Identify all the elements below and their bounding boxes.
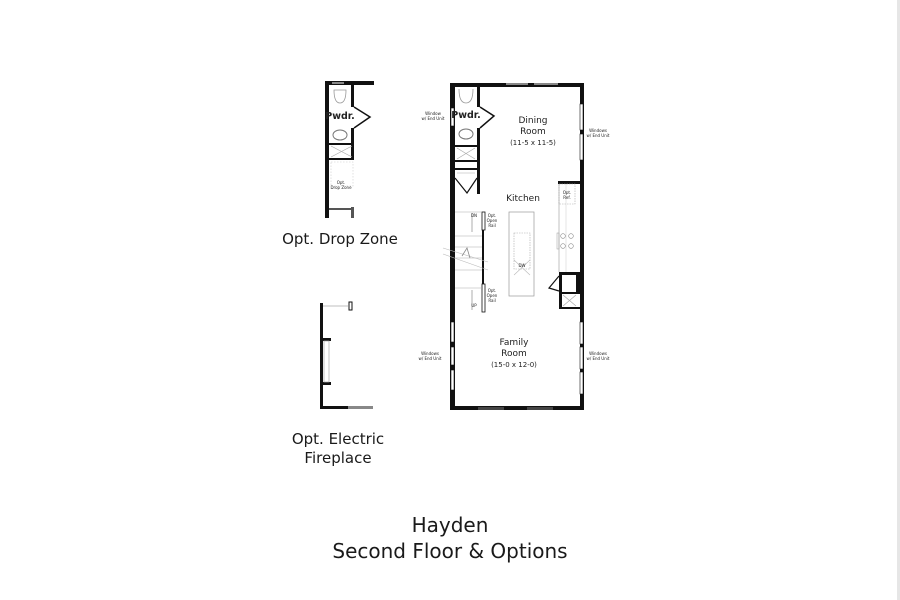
family-room-name-2: Room — [501, 349, 527, 359]
rail-bottom-3: Rail — [488, 298, 495, 303]
plan-title-floor: Second Floor & Options — [332, 539, 568, 563]
stair-down-label: DN — [471, 213, 477, 218]
stairs — [442, 211, 489, 313]
electric-fireplace-option-plan — [320, 301, 373, 409]
plan-title: Hayden Second Floor & Options — [250, 512, 650, 564]
second-floor-main-plan: Pwdr. Dining Room (11-5 x 11-5) Kitchen … — [419, 83, 610, 410]
stair-up-label: UP — [471, 303, 477, 308]
window-note-right-top-2: w/ End Unit — [587, 133, 610, 138]
family-room-dims: (15-0 x 12-0) — [491, 361, 537, 369]
window-note-left-top-2: w/ End Unit — [422, 116, 445, 121]
opt-ref-label-2: Ref. — [563, 195, 570, 200]
window-note-right-bottom-2: w/ End Unit — [587, 356, 610, 361]
family-room-name-1: Family — [500, 338, 530, 348]
drop-zone-note-2: Drop Zone — [330, 185, 352, 190]
kitchen-counter — [547, 181, 580, 309]
dishwasher-label: DW — [518, 263, 525, 268]
rail-bottom-2: Open — [487, 293, 498, 298]
fireplace-caption-line-1: Opt. Electric — [291, 430, 385, 448]
window-note-right-top-1: Windows — [589, 128, 607, 133]
window-note-left-bottom-1: Windows — [421, 351, 439, 356]
drop-zone-option-plan — [325, 81, 374, 218]
main-powder-label: Pwdr. — [451, 110, 480, 121]
opt-ref-label-1: Opt. — [563, 190, 572, 195]
page-edge — [897, 0, 900, 600]
dining-room-name-2: Room — [520, 127, 546, 137]
drop-zone-caption-text: Opt. Drop Zone — [282, 230, 398, 248]
kitchen-name: Kitchen — [506, 194, 540, 204]
window-note-right-bottom-1: Windows — [589, 351, 607, 356]
window-note-left-bottom-2: w/ End Unit — [419, 356, 442, 361]
plan-title-model: Hayden — [411, 513, 489, 537]
kitchen-island — [508, 211, 535, 297]
dining-room-name-1: Dining — [518, 116, 547, 126]
window-note-left-top-1: Window — [425, 111, 442, 116]
rail-bottom-1: Opt. — [488, 288, 497, 293]
rail-top-1: Opt. — [488, 213, 497, 218]
rail-top-3: Rail — [488, 223, 495, 228]
rail-top-2: Open — [487, 218, 498, 223]
drop-zone-note-1: Opt. — [337, 180, 346, 185]
drop-zone-powder-label: Pwdr. — [325, 111, 354, 122]
fireplace-caption-line-2: Fireplace — [304, 449, 372, 467]
dining-room-dims: (11-5 x 11-5) — [510, 139, 556, 147]
drop-zone-caption: Opt. Drop Zone — [260, 230, 420, 249]
fireplace-caption: Opt. Electric Fireplace — [258, 430, 418, 468]
